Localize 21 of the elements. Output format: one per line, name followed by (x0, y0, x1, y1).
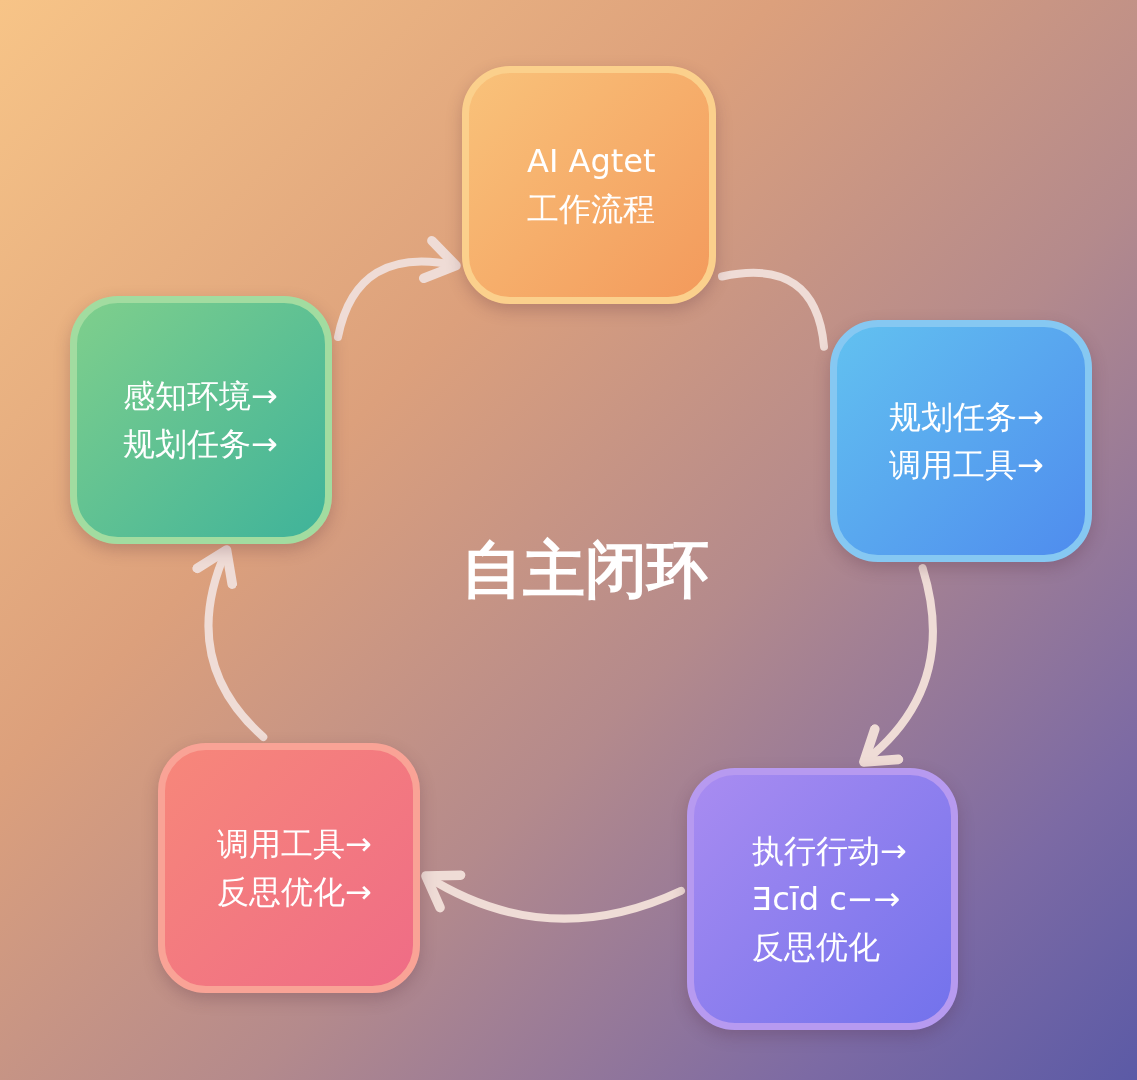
step-label: 调用工具→ (217, 824, 372, 865)
step-label: 执行行动→ (752, 831, 907, 872)
step-label: 工作流程 (527, 189, 655, 230)
curved-arrow (421, 869, 685, 923)
step-label: 规划任务→ (123, 424, 278, 465)
step-label: 感知环境→ (123, 376, 278, 417)
step-label: Ǝcīd c−→ (752, 879, 901, 920)
step-box (70, 296, 332, 544)
curved-arrow (193, 545, 268, 741)
step-box (158, 743, 420, 993)
step-label: 反思优化 (752, 927, 880, 968)
step-label: 调用工具→ (889, 445, 1044, 486)
step-box (462, 66, 716, 304)
curved-arrow (859, 564, 937, 767)
step-box (830, 320, 1092, 562)
step-label: AI Agtet (527, 141, 656, 182)
step-label: 反思优化→ (217, 872, 372, 913)
step-label: 规划任务→ (889, 397, 1044, 438)
curved-arrow (334, 236, 461, 341)
center-title: 自主闭环 (461, 532, 709, 608)
step-box (687, 768, 958, 1030)
